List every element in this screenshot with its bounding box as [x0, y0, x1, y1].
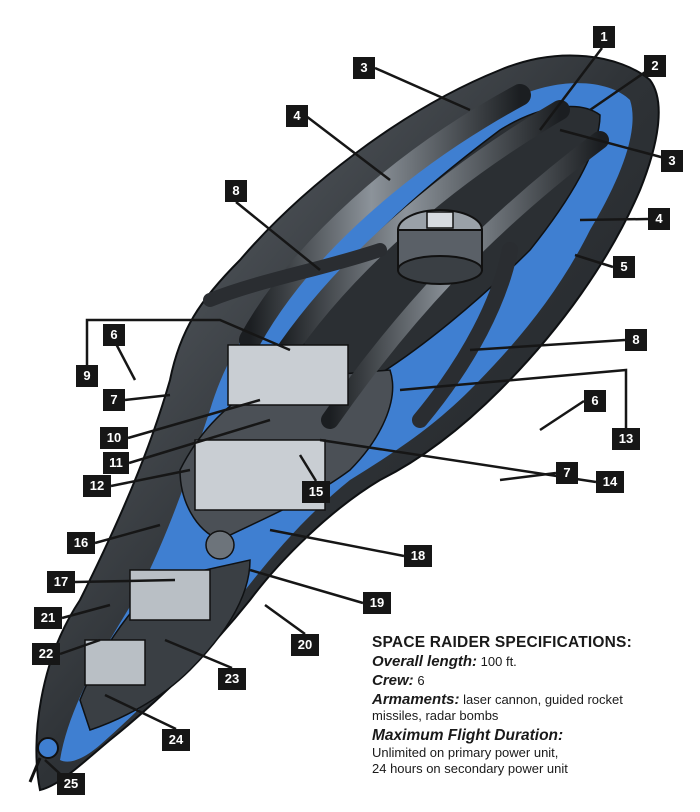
spec-duration-value-2: 24 hours on secondary power unit — [372, 761, 568, 776]
spec-crew: Crew: 6 — [372, 673, 692, 689]
spec-flight-duration: Maximum Flight Duration: Unlimited on pr… — [372, 727, 692, 777]
callout-label-c8a: 8 — [225, 180, 247, 202]
callout-label-c3b: 3 — [661, 150, 683, 172]
spec-arm-value-1: laser cannon, guided rocket — [463, 692, 623, 707]
callout-label-c19: 19 — [363, 592, 391, 614]
specifications-panel: SPACE RAIDER SPECIFICATIONS: Overall len… — [372, 634, 692, 780]
specs-title: SPACE RAIDER SPECIFICATIONS: — [372, 634, 632, 651]
callout-label-c10: 10 — [100, 427, 128, 449]
callout-label-c2: 2 — [644, 55, 666, 77]
callout-label-c18: 18 — [404, 545, 432, 567]
spec-crew-label: Crew: — [372, 672, 414, 689]
spec-duration-value-1: Unlimited on primary power unit, — [372, 745, 559, 760]
callout-label-c6b: 6 — [584, 390, 606, 412]
callout-label-c11: 11 — [103, 452, 129, 474]
callout-label-c7b: 7 — [556, 462, 578, 484]
spec-armaments: Armaments: laser cannon, guided rocket m… — [372, 692, 692, 724]
callout-label-c3a: 3 — [353, 57, 375, 79]
callout-label-c6a: 6 — [103, 324, 125, 346]
callout-label-c13: 13 — [612, 428, 640, 450]
callout-label-c24: 24 — [162, 729, 190, 751]
callout-label-c22: 22 — [32, 643, 60, 665]
callout-label-c25: 25 — [57, 773, 85, 795]
callout-leaders — [44, 47, 673, 785]
spec-crew-value: 6 — [417, 673, 425, 688]
callout-label-c21: 21 — [34, 607, 62, 629]
callout-label-c5: 5 — [613, 256, 635, 278]
callout-label-c23: 23 — [218, 668, 246, 690]
spec-length-value: 100 ft. — [480, 654, 517, 669]
callout-label-c4a: 4 — [286, 105, 308, 127]
callout-label-c1: 1 — [593, 26, 615, 48]
callout-label-c4b: 4 — [648, 208, 670, 230]
callout-label-c8b: 8 — [625, 329, 647, 351]
callout-label-c17: 17 — [47, 571, 75, 593]
spec-length-label: Overall length: — [372, 653, 478, 670]
spec-arm-label: Armaments: — [372, 691, 460, 708]
callout-label-c7a: 7 — [103, 389, 125, 411]
callout-label-c9: 9 — [76, 365, 98, 387]
callout-label-c20: 20 — [291, 634, 319, 656]
callout-label-c16: 16 — [67, 532, 95, 554]
spec-duration-label: Maximum Flight Duration: — [372, 727, 564, 744]
callout-label-c15: 15 — [302, 481, 330, 503]
spec-overall-length: Overall length: 100 ft. — [372, 654, 692, 670]
callout-label-c12: 12 — [83, 475, 111, 497]
callout-label-c14: 14 — [596, 471, 624, 493]
spec-arm-value-2: missiles, radar bombs — [372, 708, 499, 723]
